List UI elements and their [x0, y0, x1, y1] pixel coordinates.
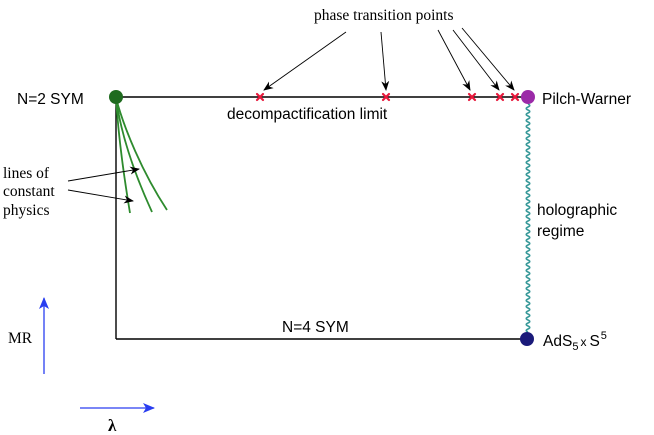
- mr-axis-label: MR: [8, 330, 33, 347]
- phase-cross-4: [495, 92, 505, 102]
- n2-sym-node: [109, 90, 123, 104]
- phase-cross-3: [467, 92, 477, 102]
- regime-label: regime: [537, 223, 584, 240]
- phase-arrow-1: [263, 31, 347, 91]
- constant-physics-curve-2: [115, 97, 153, 213]
- pilch-warner-node: [521, 90, 535, 104]
- physics-label: physics: [3, 202, 50, 219]
- holographic-label: holographic: [537, 202, 617, 219]
- pilch-warner-label: Pilch-Warner: [542, 91, 631, 108]
- phase-arrow-5: [461, 27, 515, 91]
- holographic-wavy-line: [525, 103, 531, 333]
- phase-arrow-3: [437, 29, 471, 91]
- phase-cross-1: [255, 92, 265, 102]
- physics-arrow-1: [67, 166, 140, 182]
- phase-cross-2: [381, 92, 391, 102]
- n4-sym-label: N=4 SYM: [282, 319, 349, 336]
- constant-physics-curve-3: [115, 97, 168, 211]
- constant-label: constant: [3, 183, 55, 200]
- lambda-axis-label: λ: [108, 416, 117, 435]
- lines-of-label: lines of: [3, 165, 50, 182]
- n2-sym-label: N=2 SYM: [17, 91, 84, 108]
- phase-arrow-2: [380, 31, 390, 91]
- phase-arrow-4: [452, 29, 500, 91]
- physics-arrow-2: [67, 189, 134, 204]
- ads5-node: [520, 332, 534, 346]
- phase-transition-label: phase transition points: [314, 7, 454, 24]
- decompactification-label: decompactification limit: [227, 106, 388, 123]
- phase-cross-5: [510, 92, 520, 102]
